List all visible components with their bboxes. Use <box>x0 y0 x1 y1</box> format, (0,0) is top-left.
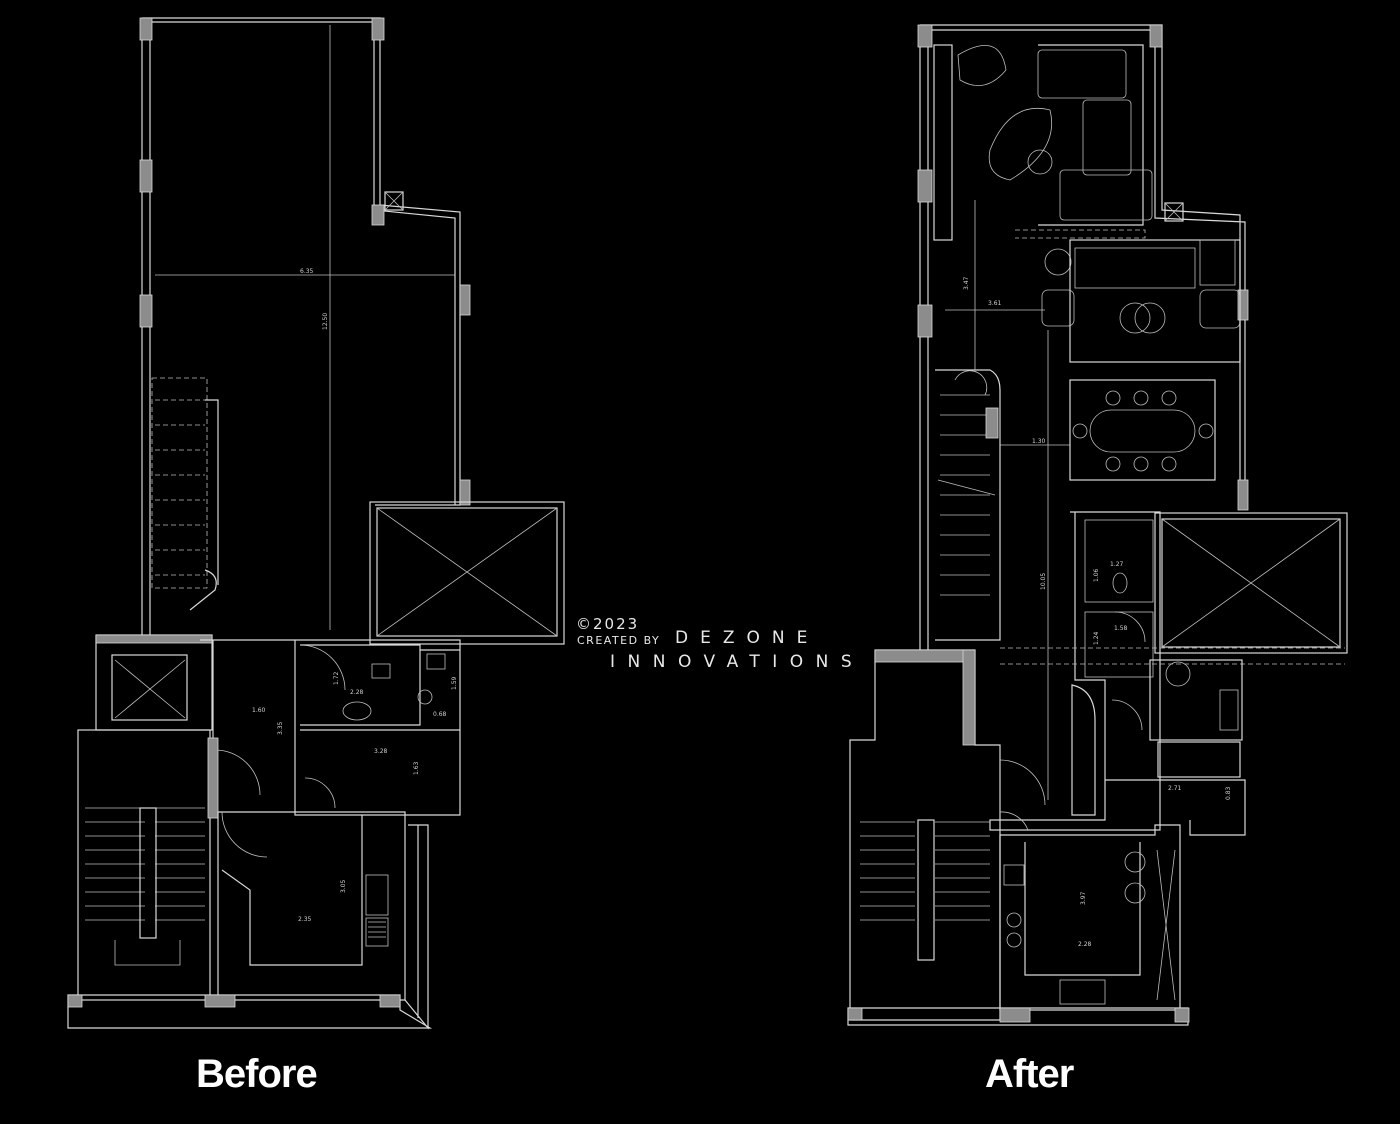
caption-before: Before <box>196 1052 318 1096</box>
before-plan: 6.35 12.50 1.60 3.35 2.28 1.72 1.59 0.68… <box>67 17 565 1030</box>
before-column <box>139 17 153 41</box>
before-column <box>459 284 471 316</box>
before-shaft <box>384 191 404 211</box>
watermark-division: INNOVATIONS <box>610 652 865 672</box>
after-west-wall <box>919 25 929 650</box>
dim-bath2-w: 1.58 <box>1114 625 1128 632</box>
after-balcony <box>1154 512 1348 654</box>
watermark-year: ©2023 <box>576 615 640 633</box>
dim-service-w: 2.71 <box>1168 785 1182 792</box>
after-dining-rug <box>1069 379 1216 481</box>
before-stair-core <box>77 729 211 1001</box>
dim-bath1-w: 1.27 <box>1110 561 1124 568</box>
dim-kitchen-w: 2.35 <box>298 916 312 923</box>
before-outer-wall <box>142 17 461 506</box>
before-column <box>371 17 385 41</box>
before-column <box>139 159 153 193</box>
dim-kitchen-h: 3.05 <box>340 879 347 893</box>
after-stair <box>935 369 1001 641</box>
dim-kitchen-h: 3.97 <box>1080 891 1087 905</box>
dim-length: 10.05 <box>1040 573 1047 590</box>
before-old-stair <box>151 377 208 589</box>
before-south-wall <box>67 994 433 1029</box>
armchair-icon <box>957 45 1007 87</box>
after-plan: 3.47 3.61 1.30 10.05 1.27 1.06 1.58 1.24 <box>847 24 1348 1026</box>
dim-wc-h: 1.59 <box>451 676 458 690</box>
dim-corridor-w: 3.28 <box>374 748 388 755</box>
dim-bath1-h: 1.06 <box>1093 568 1100 582</box>
dim-kitchen-w: 2.28 <box>1078 941 1092 948</box>
caption-after: After <box>985 1052 1074 1096</box>
dim-corridor-h: 1.63 <box>413 761 420 775</box>
dim-living-1: 3.47 <box>963 276 970 290</box>
watermark-company: DEZONE <box>675 628 820 648</box>
dim-living-2: 3.61 <box>988 300 1002 307</box>
after-bath-block <box>989 511 1161 831</box>
dim-width-main: 6.35 <box>300 268 314 275</box>
dim-bath-w: 2.28 <box>350 689 364 696</box>
after-curtain-wall <box>933 44 953 241</box>
dim-wc-w: 0.68 <box>433 711 447 718</box>
before-service-block <box>200 639 461 816</box>
dim-bath-h: 1.72 <box>333 671 340 685</box>
before-elevator <box>95 634 213 731</box>
dining-table <box>1089 409 1196 453</box>
before-column <box>371 204 385 226</box>
before-column <box>459 479 471 506</box>
dim-service-h: 0.83 <box>1225 786 1232 800</box>
before-balcony <box>369 501 565 645</box>
after-tv-lounge <box>1069 239 1241 363</box>
after-kitchen <box>999 824 1181 1011</box>
before-kitchen <box>217 811 406 1001</box>
dim-hall-1: 1.60 <box>252 707 266 714</box>
after-stair-core <box>849 649 1001 1021</box>
dim-bath2-h: 1.24 <box>1093 631 1100 645</box>
dim-length-main: 12.50 <box>322 313 329 330</box>
watermark-created-by: CREATED BY <box>577 634 661 647</box>
dim-hall-2: 3.35 <box>277 721 284 735</box>
dim-dining: 1.30 <box>1032 438 1046 445</box>
after-sofa-area <box>1038 44 1144 226</box>
before-column <box>139 294 153 328</box>
